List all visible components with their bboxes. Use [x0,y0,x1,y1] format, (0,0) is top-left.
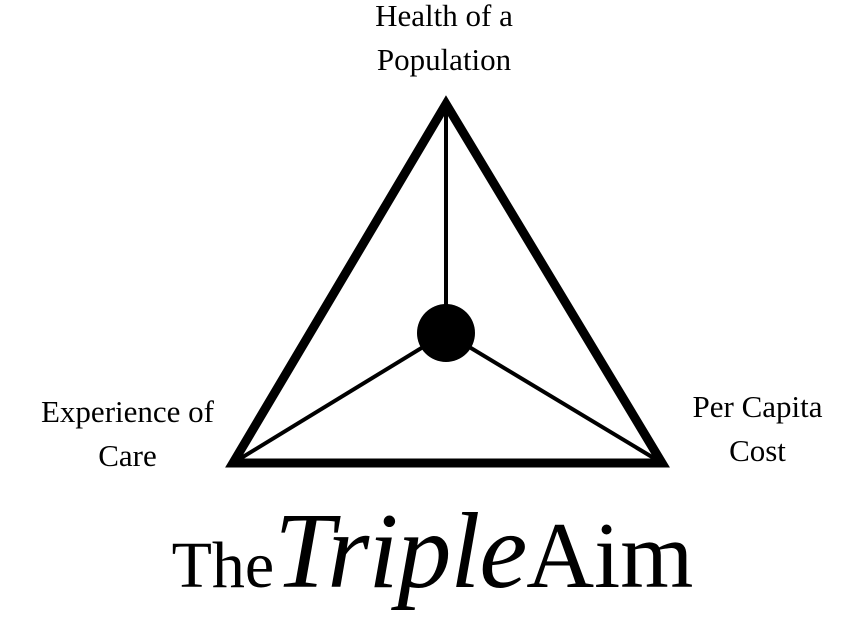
node-label-left-line2: Care [98,438,157,473]
spoke-to-left [231,331,448,465]
node-label-experience-of-care: Experience of Care [0,390,255,478]
title-word-the: The [171,529,275,602]
node-label-right-line1: Per Capita [692,389,823,424]
node-label-top-line1: Health of a [375,0,513,33]
spoke-to-right [444,331,664,465]
diagram-title: TheTripleAim [0,498,865,606]
node-label-top-line2: Population [376,42,512,77]
title-word-aim: Aim [526,504,694,608]
outer-triangle [225,95,670,468]
center-dot [417,304,475,362]
title-word-triple: Triple [274,492,527,611]
node-label-per-capita-cost: Per Capita Cost [660,385,855,473]
node-label-health-of-a-population: Health of a Population [330,0,558,82]
node-label-right-line2: Cost [729,433,786,468]
node-label-left-line1: Experience of [41,394,214,429]
